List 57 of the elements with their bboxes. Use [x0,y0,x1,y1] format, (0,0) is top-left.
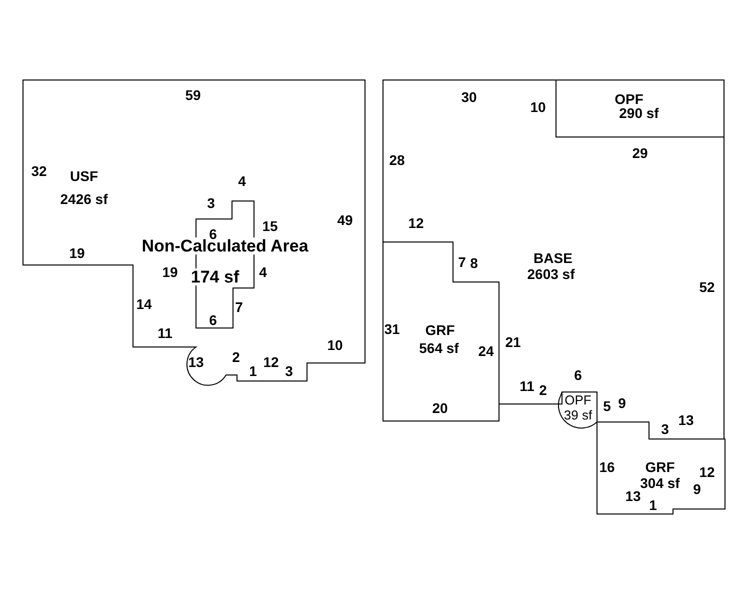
dimension-label: 32 [31,164,47,178]
dimension-label: 20 [432,401,448,415]
dimension-label: 21 [505,335,521,349]
dimension-label: 1 [649,498,657,512]
dimension-label: 31 [384,322,400,336]
dimension-label: 14 [136,297,152,311]
area-size: 2603 sf [527,267,575,281]
dimension-label: 49 [337,213,353,227]
dimension-label: 28 [389,153,405,167]
area-name: BASE [534,251,572,265]
dimension-label: 30 [461,90,477,104]
dimension-label: 4 [238,174,246,188]
dimension-label: 59 [185,88,201,102]
dimension-label: 2 [232,350,240,364]
dimension-label: 10 [530,100,546,114]
dimension-label: 19 [162,265,178,279]
dimension-label: 13 [188,355,204,369]
dimension-label: 7 [458,255,466,269]
dimension-label: 2 [539,383,547,397]
area-name: OPF [614,92,644,106]
area-name: OPF [564,394,592,406]
dimension-label: 11 [520,379,534,393]
dimension-label: 52 [699,280,715,294]
area-name: USF [70,169,98,183]
dimension-label: 5 [603,399,611,413]
dimension-label: 3 [285,364,293,378]
dimension-label: 24 [478,344,494,358]
dimension-label: 6 [574,368,582,382]
area-size: 290 sf [619,106,659,120]
dimension-label: 6 [209,313,217,327]
dimension-label: 15 [262,219,278,233]
dimension-label: 4 [259,265,267,279]
dimension-label: 12 [408,216,424,230]
area-size: 564 sf [419,341,459,355]
area-size: 174 sf [190,268,240,286]
area-size: 2426 sf [60,192,108,206]
dimension-label: 9 [693,482,701,496]
dimension-label: 12 [699,465,715,479]
dimension-label: 13 [678,413,694,427]
dimension-label: 29 [632,146,648,160]
area-name: Non-Calculated Area [142,238,308,254]
dimension-label: 13 [625,489,641,503]
area-size: 304 sf [640,476,680,490]
area-size: 39 sf [564,408,592,422]
dimension-label: 19 [69,246,85,260]
dimension-label: 1 [249,364,257,378]
dimension-label: 8 [470,256,478,270]
dimension-label: 10 [327,338,343,352]
dimension-label: 12 [263,355,279,369]
dimension-label: 9 [618,396,626,410]
area-name: GRF [425,323,455,337]
dimension-label: 3 [661,422,669,436]
dimension-label: 11 [158,326,172,340]
dimension-label: 7 [235,300,243,314]
dimension-label: 16 [599,460,615,474]
dimension-label: 3 [207,196,215,210]
area-name: GRF [645,460,675,474]
